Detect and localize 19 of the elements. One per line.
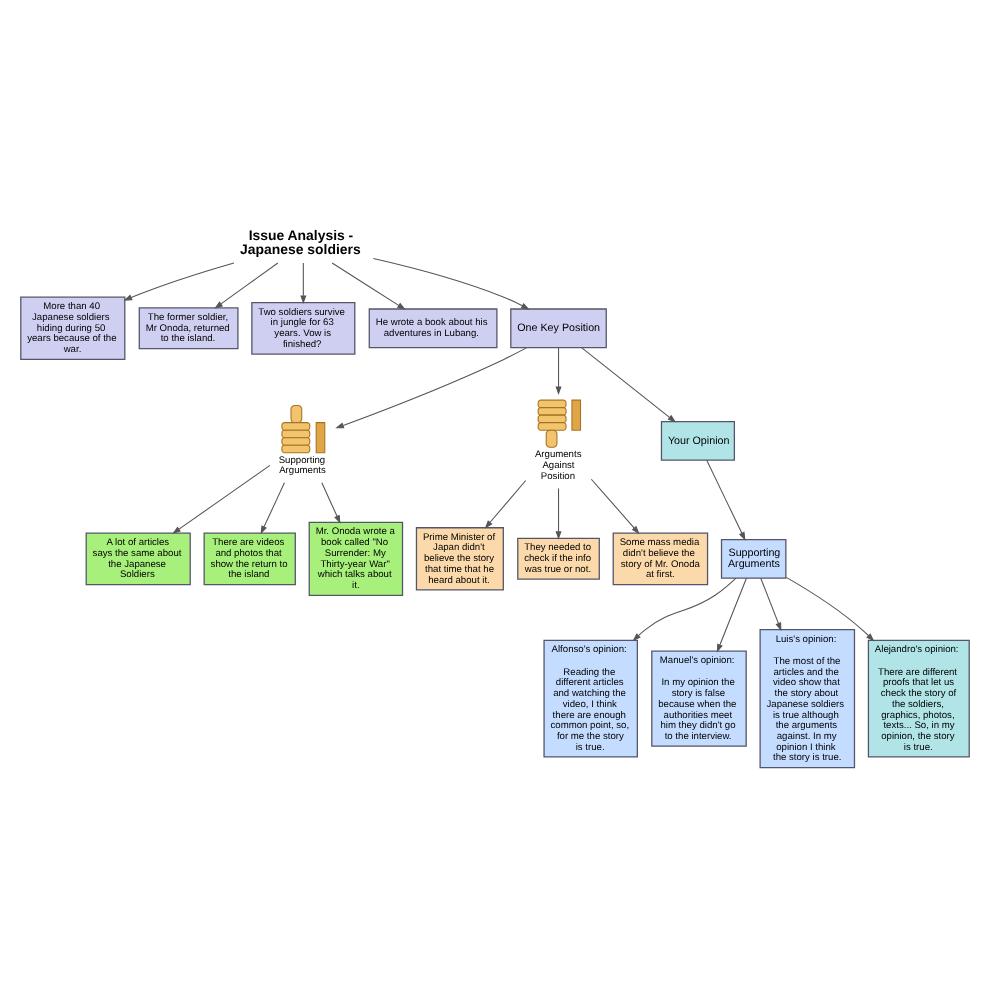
arrow (760, 576, 782, 631)
arrow (331, 261, 406, 309)
arrow (372, 257, 530, 309)
arrow (260, 481, 285, 534)
arrow (321, 481, 341, 523)
arrow (484, 479, 527, 528)
arrow (555, 346, 562, 395)
arrow (590, 477, 640, 534)
arrow (581, 346, 677, 422)
arrow (632, 576, 737, 641)
arrow (335, 346, 528, 428)
arrow (300, 261, 307, 303)
arrow (785, 575, 875, 641)
arrow (214, 261, 279, 308)
arrow (706, 459, 746, 540)
arrow (716, 576, 747, 652)
arrow (123, 261, 235, 300)
arrow (555, 486, 562, 539)
arrow (172, 463, 271, 533)
